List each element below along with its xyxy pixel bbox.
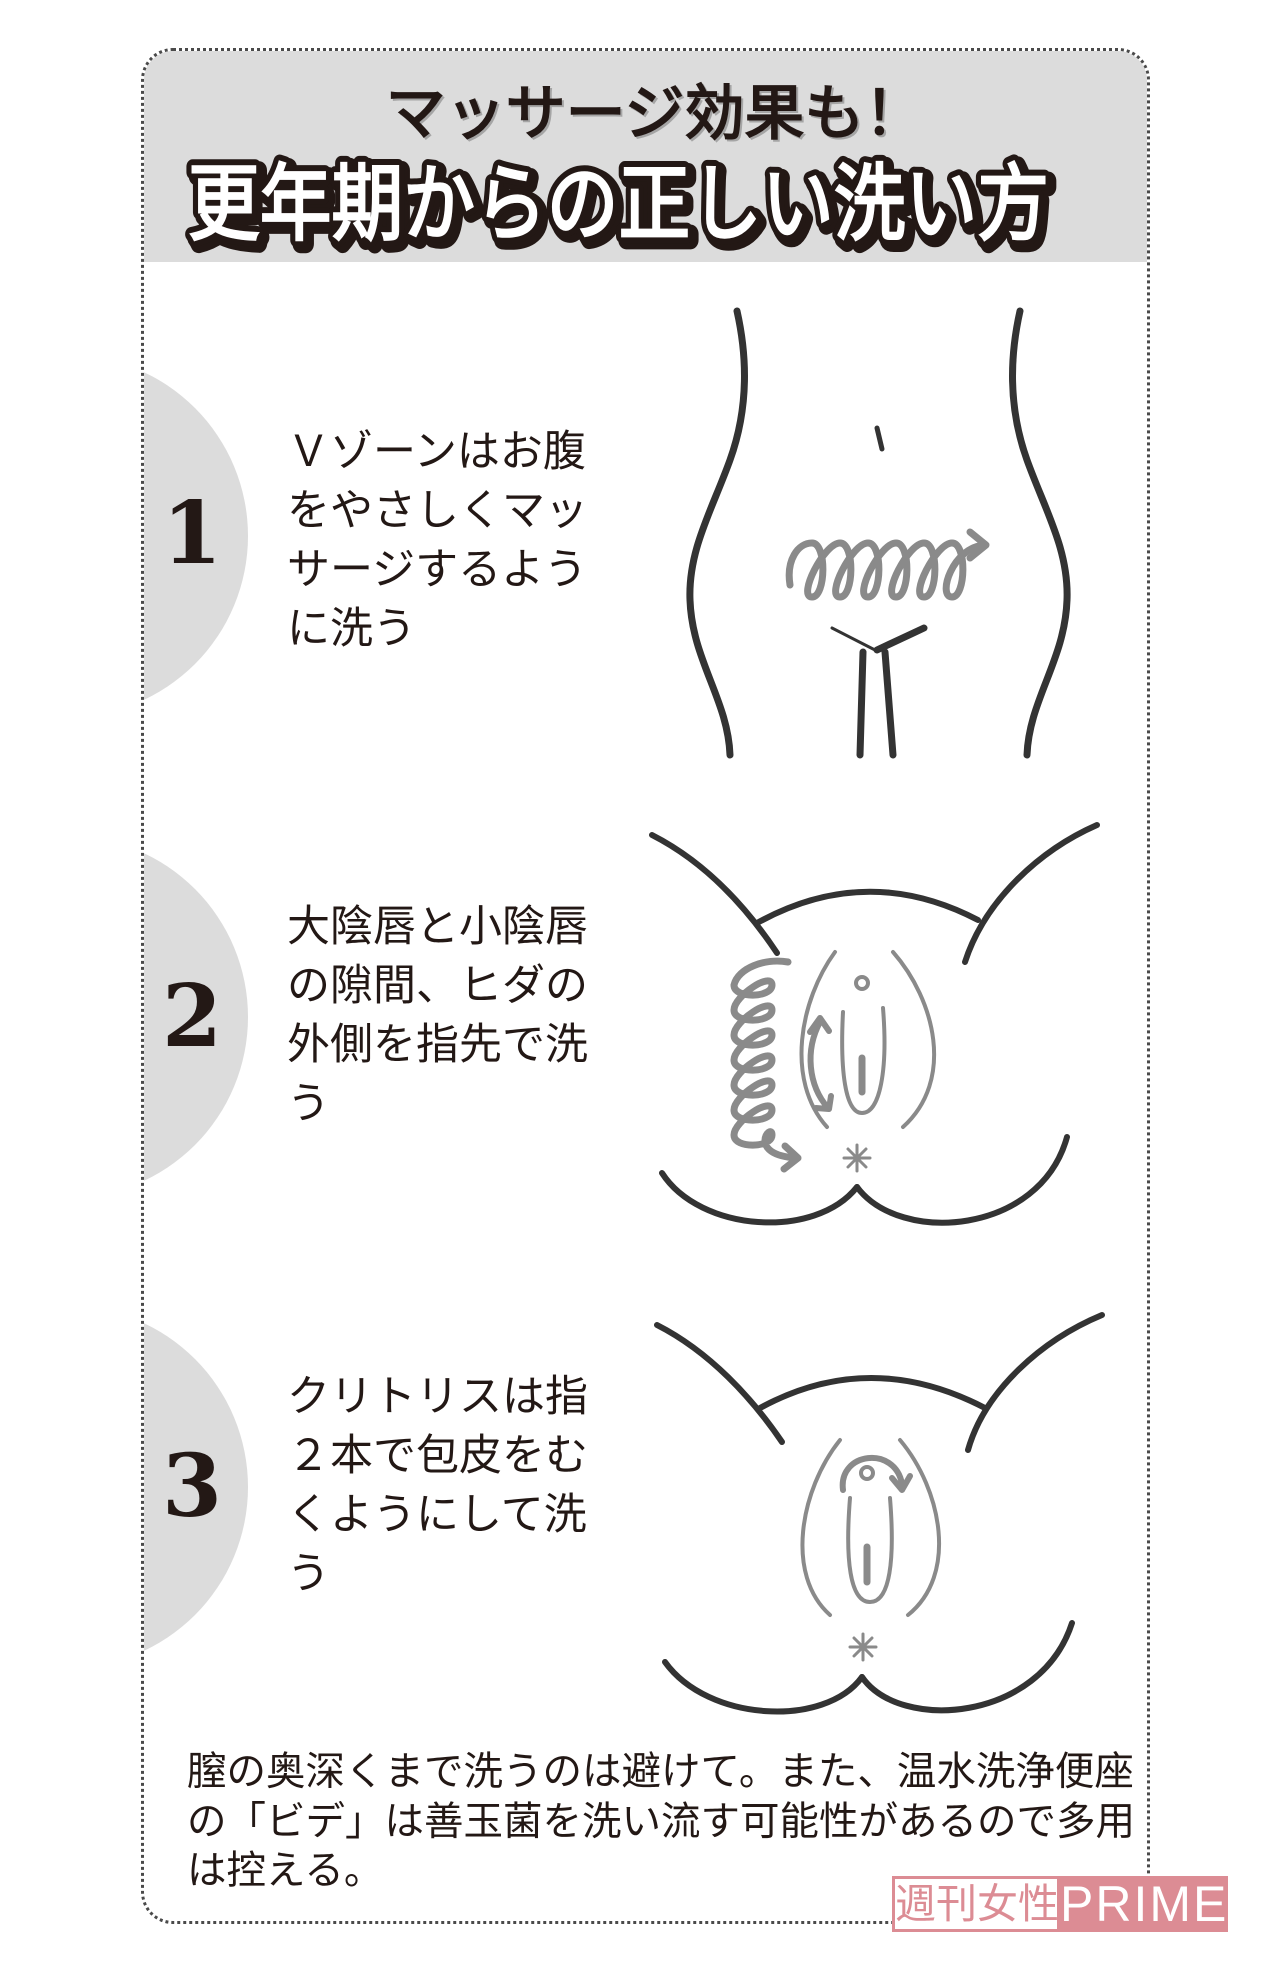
step-3-line: クリトリスは指	[287, 1372, 588, 1422]
step-1-line: サージするよう	[287, 545, 588, 595]
step-3-line: くようにして洗	[287, 1490, 587, 1540]
header-title-shadow: 更年期からの正しい洗い方	[192, 159, 1053, 257]
step-2-line: 大陰唇と小陰唇	[287, 902, 588, 952]
step-2-line: う	[287, 1079, 330, 1129]
step-2-line: 外側を指先で洗	[287, 1020, 588, 1070]
step-1-line: に洗う	[287, 604, 416, 654]
step-3-instruction: クリトリスは指 ２本で包皮をむ くようにして洗 う	[287, 1368, 588, 1604]
publisher-watermark-logo: 週刊女性 PRIME	[892, 1876, 1229, 1932]
header-subtitle: マッサージ効果も！	[385, 79, 925, 149]
step-1-number: 1	[162, 483, 222, 584]
caution-note: 膣の奥深くまで洗うのは避けて。また、温水洗浄便座 の「ビデ」は善玉菌を洗い流す可…	[187, 1748, 1135, 1897]
header-title: 更年期からの正しい洗い方 更年期からの正しい洗い方	[182, 149, 1061, 265]
step-2-instruction: 大陰唇と小陰唇 の隙間、ヒダの 外側を指先で洗 う	[287, 898, 588, 1134]
step-2-number: 2	[162, 966, 222, 1067]
header-title-text: 更年期からの正しい洗い方	[188, 155, 1049, 253]
step-1-line: Ｖゾーンはお腹	[287, 427, 586, 477]
step-3-line: ２本で包皮をむ	[287, 1431, 588, 1481]
infographic-card	[141, 48, 1150, 1924]
caution-note-line: の「ビデ」は善玉菌を洗い流す可能性があるので多用	[187, 1798, 1135, 1845]
watermark-brand-en: PRIME	[1060, 1876, 1229, 1932]
watermark-brand-jp: 週刊女性	[892, 1876, 1060, 1932]
step-2-line: の隙間、ヒダの	[287, 961, 588, 1011]
step-3-line: う	[287, 1549, 330, 1599]
caution-note-line: 膣の奥深くまで洗うのは避けて。また、温水洗浄便座	[187, 1749, 1134, 1795]
step-3-number: 3	[162, 1436, 222, 1537]
header-band	[144, 51, 1147, 262]
caution-note-line: は控える。	[187, 1848, 384, 1894]
step-1-instruction: Ｖゾーンはお腹 をやさしくマッ サージするよう に洗う	[287, 423, 588, 659]
step-1-line: をやさしくマッ	[287, 486, 588, 536]
